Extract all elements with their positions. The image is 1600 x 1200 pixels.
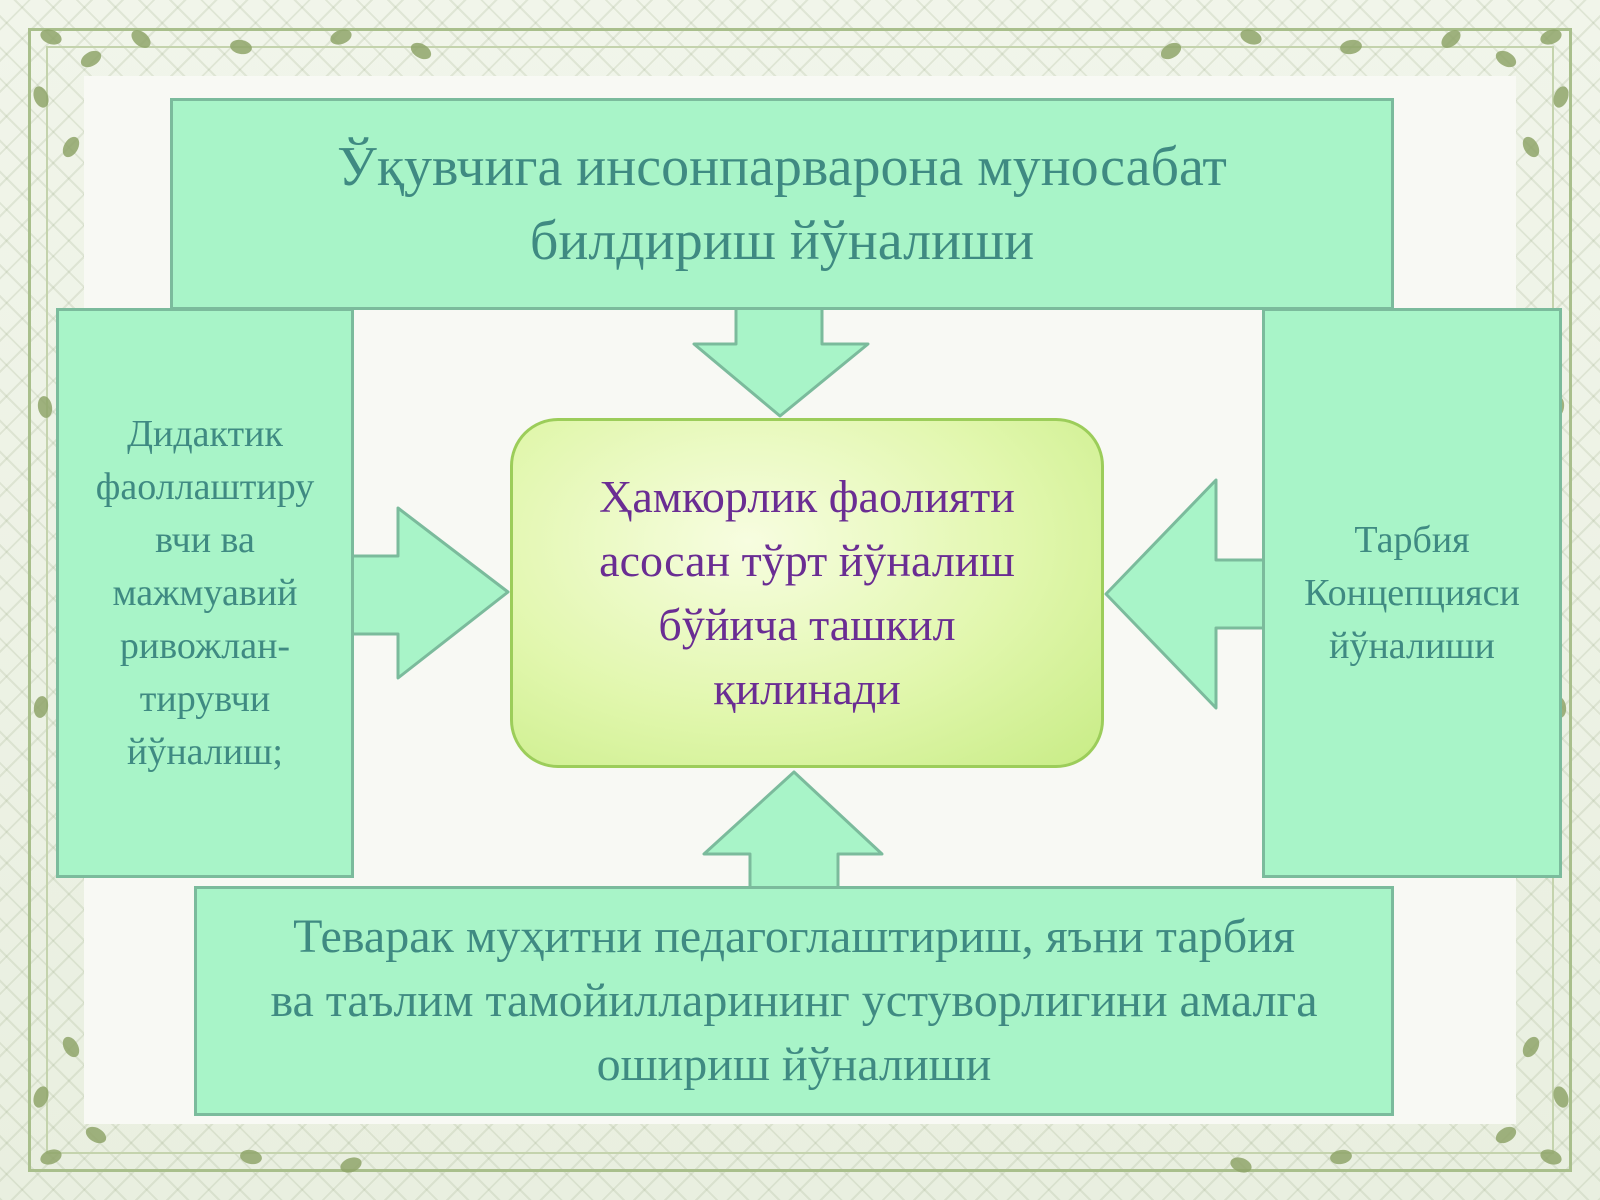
- arrow-up-icon: [702, 770, 884, 890]
- center-node: Ҳамкорлик фаолияти асосан тўрт йўналиш б…: [510, 418, 1104, 768]
- direction-box-right: Тарбия Концепцияси йўналиши: [1262, 308, 1562, 878]
- direction-bottom-text: Теварак муҳитни педагоглаштириш, яъни та…: [270, 910, 1318, 1091]
- direction-box-top: Ўқувчига инсонпарварона муносабат билдир…: [170, 98, 1394, 310]
- frame-border-outer: [28, 28, 1572, 1172]
- arrow-right-icon: [350, 506, 510, 680]
- direction-box-bottom: Теварак муҳитни педагоглаштириш, яъни та…: [194, 886, 1394, 1116]
- direction-top-text: Ўқувчига инсонпарварона муносабат билдир…: [337, 136, 1227, 272]
- direction-right-text: Тарбия Концепцияси йўналиши: [1304, 518, 1520, 667]
- direction-box-left: Дидактик фаоллаштиру вчи ва мажмуавий ри…: [56, 308, 354, 878]
- arrow-down-icon: [692, 304, 870, 418]
- direction-left-text: Дидактик фаоллаштиру вчи ва мажмуавий ри…: [95, 412, 315, 773]
- center-node-text: Ҳамкорлик фаолияти асосан тўрт йўналиш б…: [599, 471, 1015, 714]
- arrow-left-icon: [1104, 478, 1266, 710]
